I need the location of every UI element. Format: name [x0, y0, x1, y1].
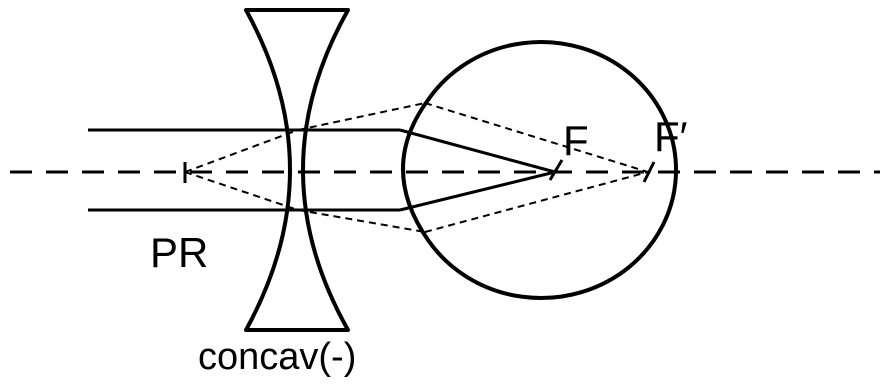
refracted-ray-bottom-to-retina [424, 171, 649, 233]
concave-lens [244, 8, 350, 332]
diverged-ray-bottom [297, 209, 426, 233]
virtual-ray-top [184, 129, 299, 173]
uncorrected-ray-top [399, 128, 556, 174]
refracted-ray-top-to-retina [424, 102, 649, 173]
lens-label: concav(-) [198, 336, 357, 378]
eyeball-outline [401, 40, 679, 300]
diverged-ray-top [297, 102, 426, 131]
far-point-label: PR [150, 229, 209, 276]
virtual-ray-bottom [184, 171, 299, 211]
uncorrected-ray-bottom [399, 170, 556, 212]
focus-point-f-prime-mark [642, 161, 656, 183]
focal-point-prime-label: F′ [654, 113, 688, 160]
focal-point-label: F [563, 117, 589, 164]
focus-point-f-mark [548, 159, 564, 181]
